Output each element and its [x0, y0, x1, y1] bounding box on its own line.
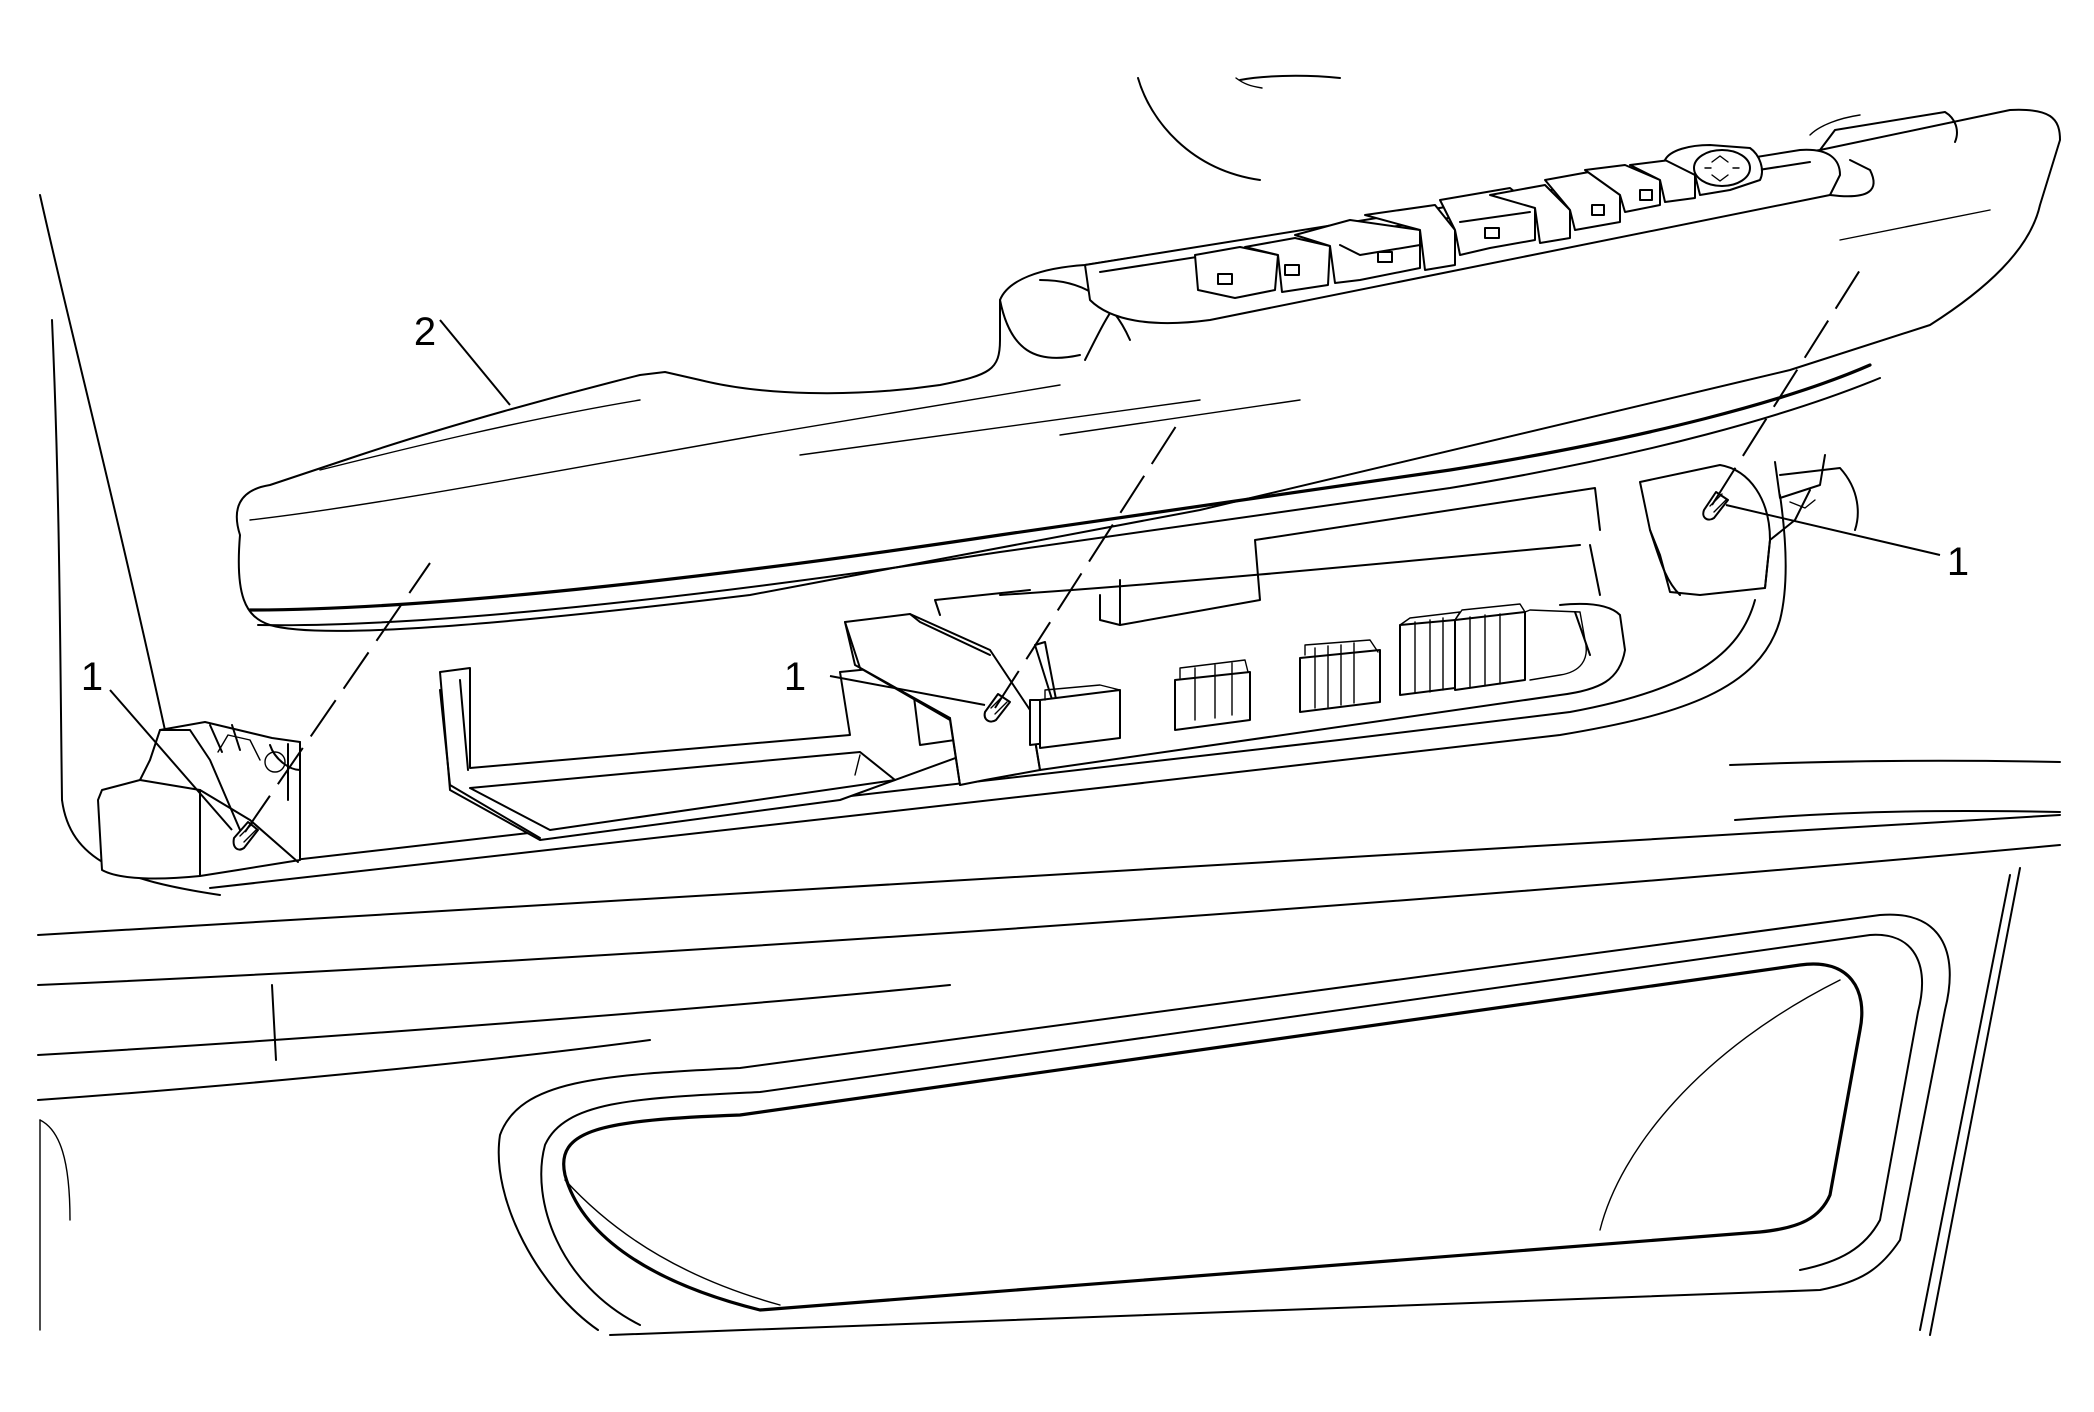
callout-leaders [109, 319, 1941, 831]
callout-fastener-label-center: 1 [784, 655, 806, 699]
armrest-assembly [235, 108, 2061, 632]
callout-fastener-label-left: 1 [81, 655, 103, 699]
callout-fastener-label-right: 1 [1947, 540, 1969, 584]
door-map-pocket [497, 867, 2021, 1336]
fastener-center [983, 693, 1011, 723]
callout-armrest-label: 2 [414, 310, 436, 354]
installation-axis-lines [244, 269, 1861, 833]
window-switch-connectors [1029, 603, 1587, 749]
window-switch-panel [1194, 144, 1763, 299]
fastener-right [1702, 491, 1729, 521]
